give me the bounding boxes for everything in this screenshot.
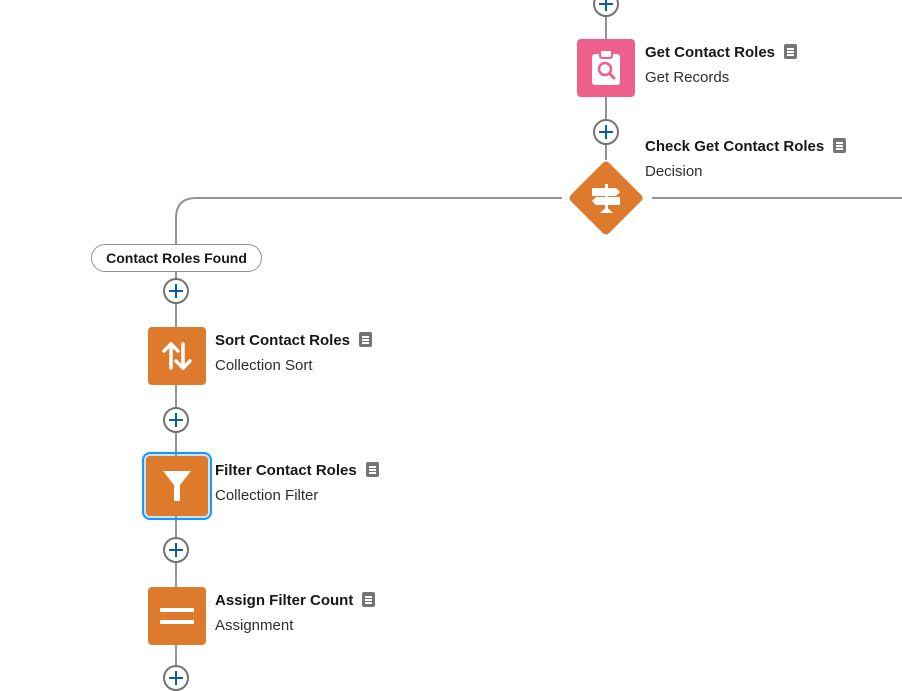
node-label-sort-contact-roles: Sort Contact Roles Collection Sort (215, 332, 373, 374)
node-title[interactable]: Sort Contact Roles (215, 332, 373, 348)
collection-filter-node[interactable] (142, 452, 212, 520)
add-element-button[interactable] (163, 278, 189, 304)
add-element-button[interactable] (163, 537, 189, 563)
node-label-assign-filter-count: Assign Filter Count Assignment (215, 592, 376, 634)
node-title[interactable]: Assign Filter Count (215, 592, 376, 608)
collection-sort-node[interactable] (148, 327, 206, 385)
filter-icon (163, 471, 191, 501)
node-type: Get Records (645, 69, 730, 86)
description-icon[interactable] (362, 592, 376, 607)
node-type: Decision (645, 163, 703, 180)
assignment-icon (160, 608, 194, 624)
connector-branch-left (175, 197, 562, 244)
node-type: Collection Filter (215, 487, 319, 504)
sort-icon (162, 342, 192, 370)
add-element-button[interactable] (163, 665, 189, 691)
node-label-get-contact-roles: Get Contact Roles Get Records (645, 44, 798, 86)
add-element-button[interactable] (593, 119, 619, 145)
description-icon[interactable] (833, 138, 847, 153)
assignment-node[interactable] (148, 587, 206, 645)
description-icon[interactable] (365, 462, 379, 477)
node-label-check-get-contact-roles: Check Get Contact Roles Decision (645, 138, 847, 180)
node-title[interactable]: Check Get Contact Roles (645, 138, 847, 154)
description-icon[interactable] (359, 332, 373, 347)
add-element-button[interactable] (593, 0, 619, 17)
node-type: Assignment (215, 617, 294, 634)
record-lookup-icon (592, 49, 620, 85)
node-title[interactable]: Filter Contact Roles (215, 462, 379, 478)
node-title[interactable]: Get Contact Roles (645, 44, 798, 60)
get-records-node[interactable] (577, 39, 635, 97)
description-icon[interactable] (784, 44, 798, 59)
node-type: Collection Sort (215, 357, 313, 374)
decision-outcome-label[interactable]: Contact Roles Found (91, 244, 262, 272)
node-label-filter-contact-roles: Filter Contact Roles Collection Filter (215, 462, 379, 503)
add-element-button[interactable] (163, 407, 189, 433)
